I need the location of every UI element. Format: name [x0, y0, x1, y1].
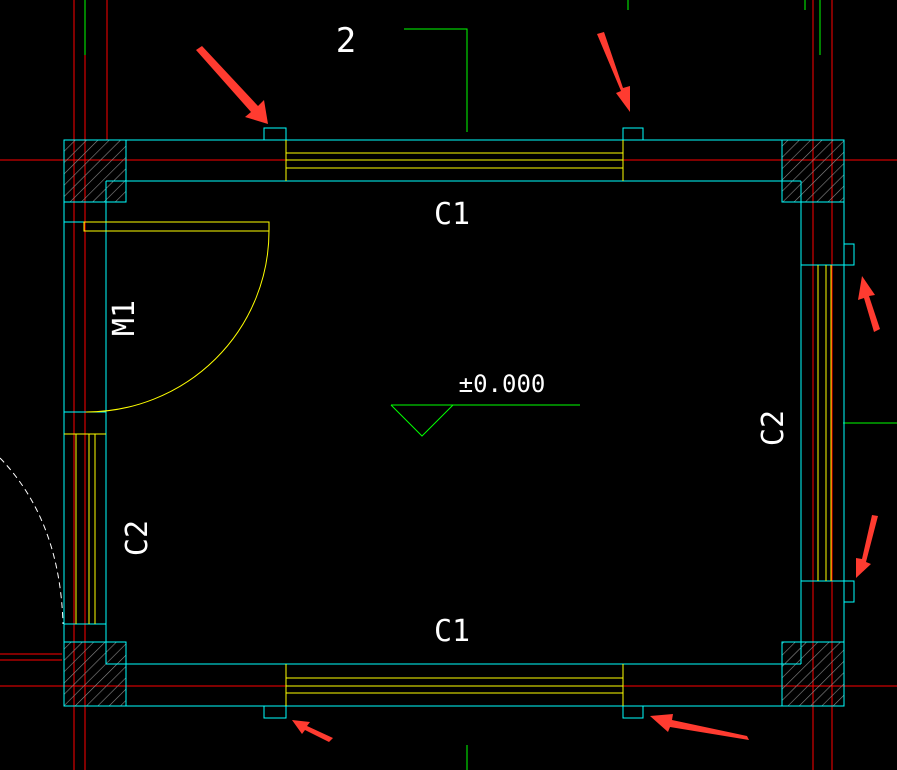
corner-columns [63, 139, 845, 707]
door-label: M1 [107, 300, 142, 336]
window-top-label: C1 [434, 197, 470, 232]
door-swing-arc [85, 230, 270, 413]
window-left-label: C2 [120, 520, 155, 556]
elevation-marker [390, 404, 580, 437]
arrow-icon [196, 46, 268, 124]
walls [63, 127, 855, 719]
grid-lines [84, 0, 897, 770]
column-bottom-right [781, 641, 845, 707]
window-bottom-label: C1 [434, 614, 470, 649]
door-leaf [83, 221, 270, 232]
axis-number-label: 2 [336, 21, 356, 61]
red-arrows [196, 32, 880, 742]
dashed-arc [0, 457, 64, 625]
arrow-icon [858, 276, 880, 332]
column-top-left [63, 139, 127, 203]
arrow-icon [597, 32, 630, 112]
openings [64, 140, 832, 706]
column-top-right [781, 139, 845, 203]
window-right-label: C2 [756, 410, 791, 446]
elevation-label: ±0.000 [459, 370, 546, 398]
arrow-icon [650, 714, 749, 740]
arrow-icon [856, 515, 878, 578]
arrow-icon [292, 720, 333, 742]
column-bottom-left [63, 641, 127, 707]
